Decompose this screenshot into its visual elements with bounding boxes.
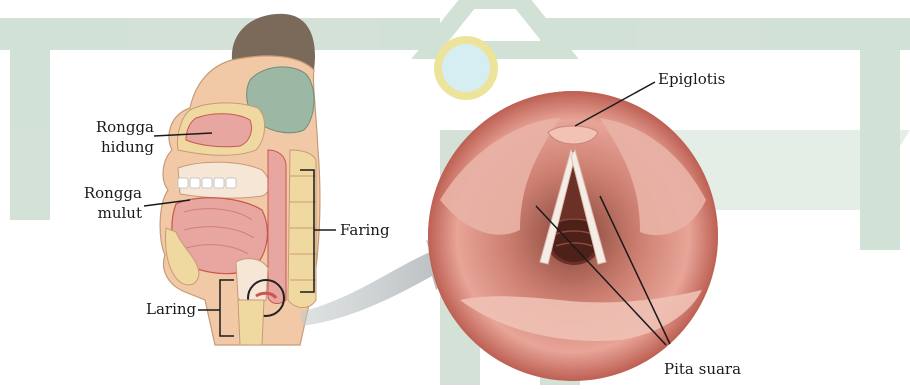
vocal-cords-zoom: [428, 91, 718, 381]
larynx-tissue: [236, 259, 268, 305]
watermark-pillar-left: [10, 50, 50, 220]
label-rongga-mulut-2: mulut: [70, 204, 142, 222]
label-faring: Faring: [340, 221, 390, 239]
label-laring: Laring: [146, 300, 196, 318]
label-epiglotis: Epiglotis: [658, 70, 725, 88]
label-rongga-hidung-1: Rongga: [80, 118, 154, 136]
watermark-circle-inner: [442, 44, 490, 92]
spine: [288, 150, 316, 308]
label-pita-suara: Pita suara: [664, 360, 741, 378]
label-rongga-hidung-2: hidung: [80, 138, 154, 156]
nasal-cavity: [186, 114, 252, 147]
watermark-bar-left: [0, 18, 440, 50]
teeth: [178, 178, 236, 188]
label-rongga-mulut-1: Rongga: [70, 184, 142, 202]
trachea: [238, 300, 264, 345]
watermark-bar-right: [540, 18, 910, 50]
head-cross-section: [160, 14, 320, 345]
